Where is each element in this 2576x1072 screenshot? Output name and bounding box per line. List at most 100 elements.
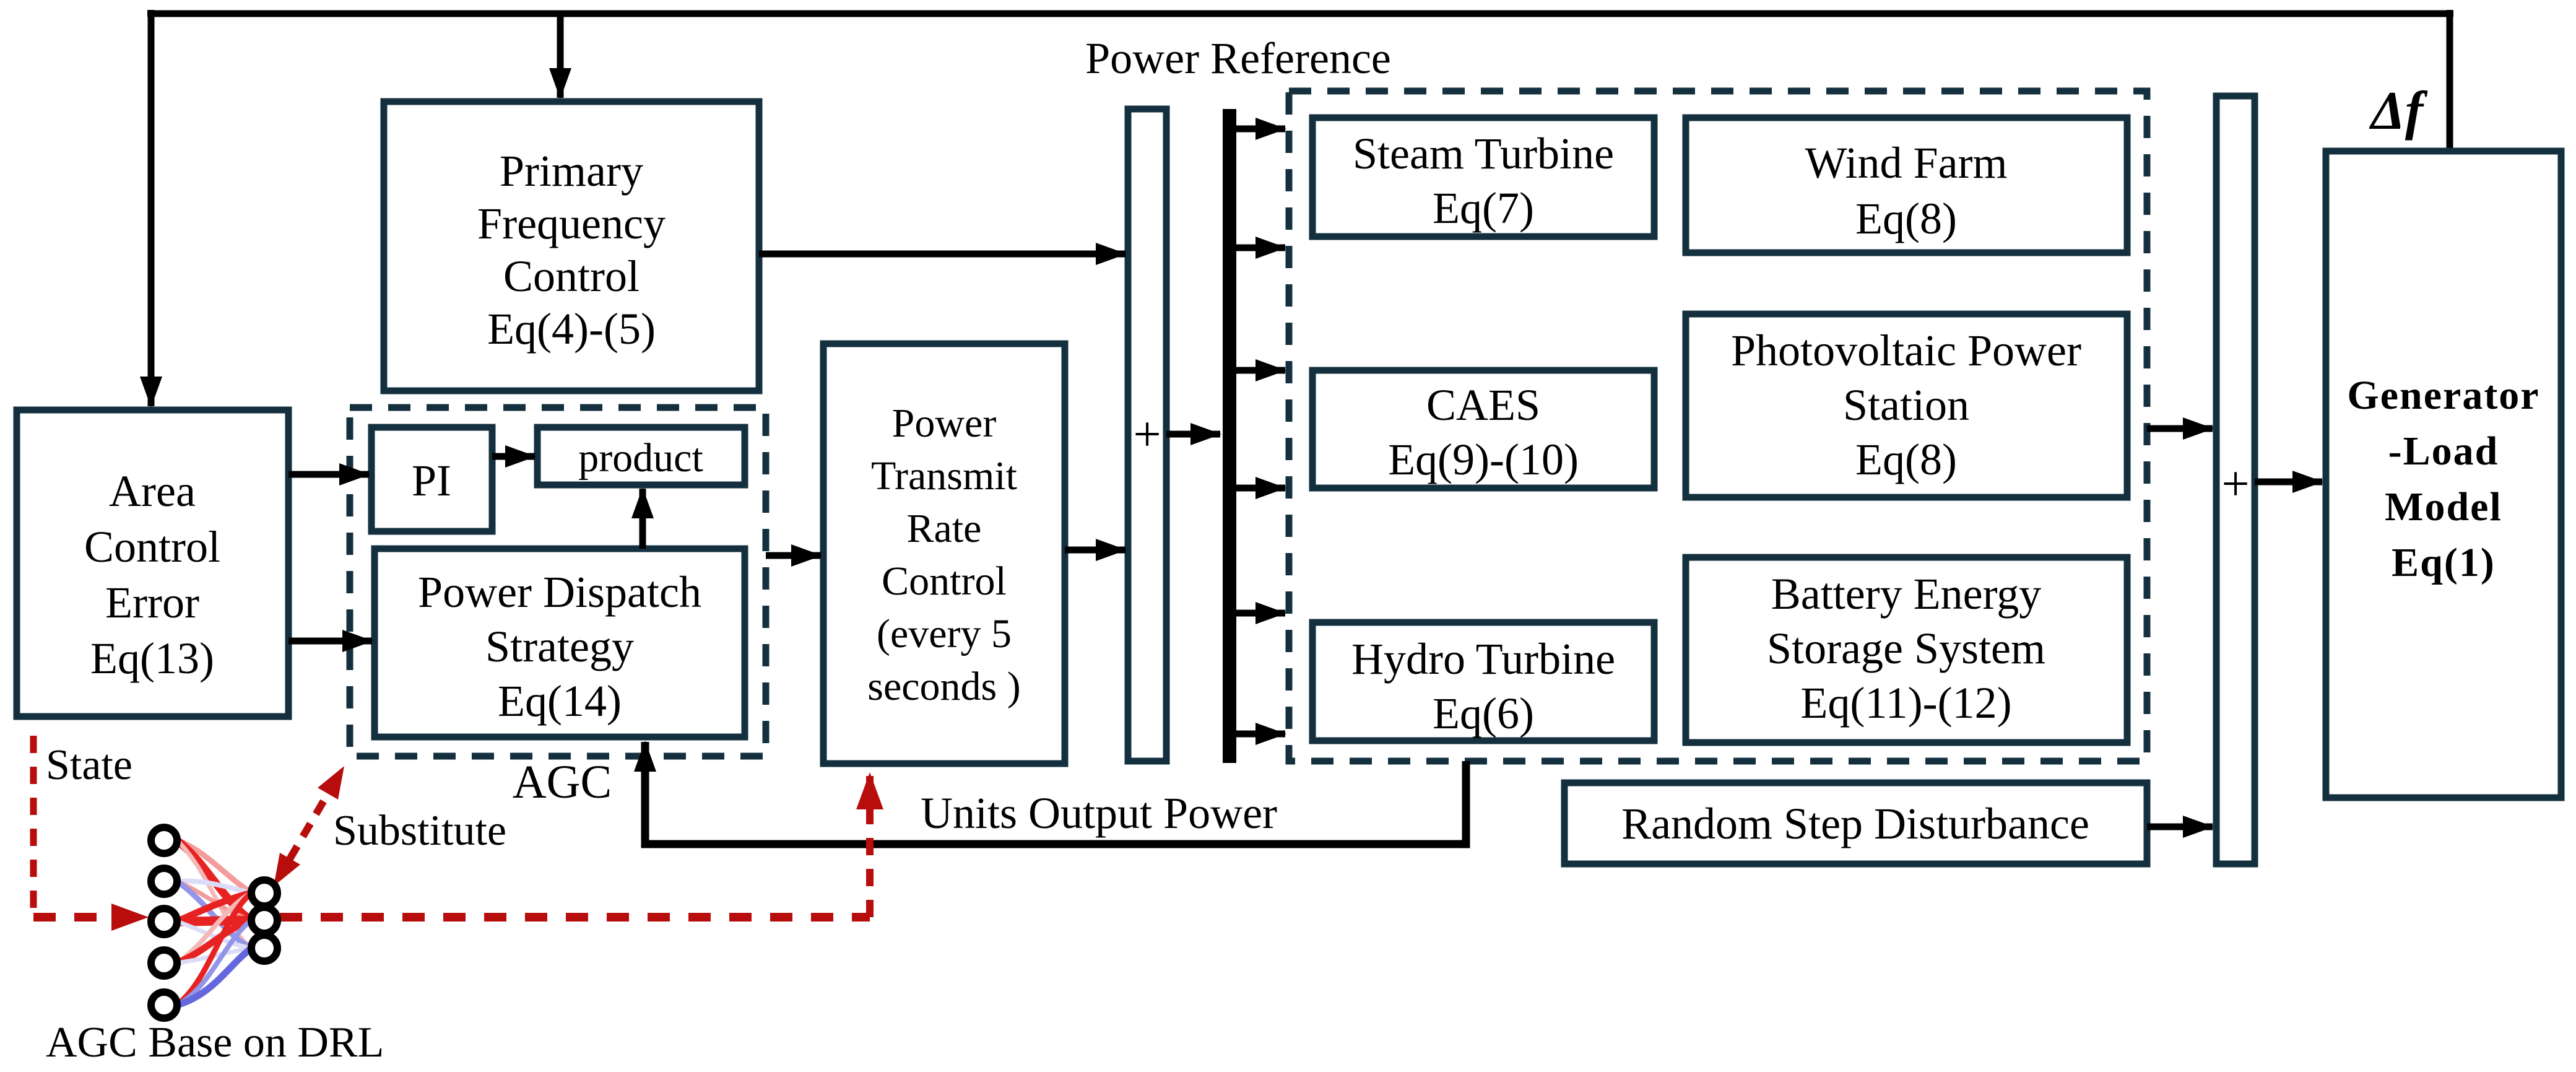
pv-line-3: Eq(8): [1855, 435, 1957, 484]
nn-edges: [172, 836, 256, 1009]
block-power-transmit-rate-control-label: Power Transmit Rate Control (every 5 sec…: [867, 401, 1020, 709]
block-power-dispatch-strategy: [371, 545, 748, 741]
block-area-control-error-label: Area Control Error Eq(13): [84, 466, 220, 683]
drl-overlay: State Substitute AGC Base on DRL: [30, 736, 883, 1066]
pv-line-1: Photovoltaic Power: [1731, 326, 2081, 375]
block-generator-load-model: [2322, 147, 2565, 801]
wind-line-1: Wind Farm: [1805, 138, 2007, 188]
block-steam-turbine: [1309, 114, 1658, 240]
block-caes-label: CAES Eq(9)-(10): [1388, 380, 1579, 484]
nn-output-node-3: [248, 931, 281, 965]
delta-f-label: Δf: [2369, 81, 2428, 141]
ace-line-1: Area: [109, 466, 196, 516]
block-steam-turbine-label: Steam Turbine Eq(7): [1353, 129, 1614, 233]
glm-line-4: Eq(1): [2392, 540, 2496, 585]
nn-input-node-3: [147, 905, 181, 938]
ptrc-line-6: seconds ): [867, 664, 1020, 709]
power-reference-bus: [1223, 109, 1236, 763]
product-label: product: [578, 435, 703, 481]
rsd-label: Random Step Disturbance: [1621, 799, 2089, 848]
pfc-line-3: Control: [503, 251, 640, 301]
pv-line-2: Station: [1843, 380, 1969, 430]
state-label: State: [46, 741, 132, 789]
pds-line-1: Power Dispatch: [418, 567, 701, 617]
summing-bar-1: [1124, 105, 1170, 765]
ace-line-4: Eq(13): [90, 634, 214, 683]
units-output-power-label: Units Output Power: [921, 788, 1277, 838]
block-wind-farm: [1682, 114, 2131, 256]
ptrc-line-1: Power: [892, 401, 997, 446]
summing-bar-2: [2213, 92, 2258, 868]
ptrc-line-3: Rate: [907, 506, 982, 551]
bess-line-3: Eq(11)-(12): [1800, 678, 2011, 728]
hydro-line-2: Eq(6): [1433, 689, 1534, 738]
block-photovoltaic-power-station: [1682, 310, 2131, 501]
units-output-power-feedback-line: [634, 741, 1470, 848]
block-hydro-turbine: [1309, 619, 1658, 744]
nn-nodes: [147, 824, 281, 1022]
plus-sign-1: +: [1133, 407, 1161, 462]
block-generator-load-model-label: Generator -Load Model Eq(1): [2347, 373, 2539, 585]
nn-edge: [174, 890, 254, 1008]
block-power-dispatch-strategy-label: Power Dispatch Strategy Eq(14): [418, 567, 701, 726]
block-battery-energy-storage-system-label: Battery Energy Storage System Eq(11)-(12…: [1767, 569, 2045, 728]
frequency-feedback-lines: [140, 10, 2453, 407]
steam-line-2: Eq(7): [1433, 183, 1534, 233]
block-pi: [368, 424, 496, 535]
substitute-dashed-line: [286, 791, 332, 861]
nn-edge: [175, 838, 254, 951]
nn-input-node-4: [147, 946, 181, 980]
block-battery-energy-storage-system: [1682, 554, 2131, 746]
glm-line-3: Model: [2385, 484, 2502, 529]
signal-connectors: [288, 118, 2323, 848]
ptrc-line-2: Transmit: [871, 453, 1017, 499]
nn-edge: [175, 878, 254, 896]
glm-line-1: Generator: [2347, 373, 2539, 418]
block-caes: [1309, 367, 1658, 492]
power-reference-label: Power Reference: [1085, 33, 1391, 83]
block-area-control-error: [13, 406, 292, 720]
nn-edge: [173, 944, 255, 1009]
hydro-line-1: Hydro Turbine: [1351, 634, 1615, 684]
steam-line-1: Steam Turbine: [1353, 129, 1614, 178]
nn-input-node-1: [147, 824, 181, 857]
nn-output-node-1: [248, 876, 281, 910]
block-primary-frequency-control-label: Primary Frequency Control Eq(4)-(5): [477, 146, 666, 354]
ptrc-line-4: Control: [882, 559, 1007, 604]
nn-edge: [173, 917, 255, 967]
block-random-step-disturbance: [1561, 779, 2151, 868]
wind-line-2: Eq(8): [1855, 194, 1957, 243]
ace-line-3: Error: [105, 578, 199, 627]
nn-input-node-2: [147, 865, 181, 898]
ace-line-2: Control: [84, 522, 220, 572]
agc-dashed-box: [346, 404, 770, 760]
glm-line-2: -Load: [2388, 429, 2499, 474]
pi-label: PI: [412, 456, 451, 505]
pds-line-2: Strategy: [485, 622, 634, 671]
nn-output-node-2: [248, 904, 281, 937]
block-product: [534, 424, 748, 489]
bess-line-1: Battery Energy: [1771, 569, 2042, 619]
pfc-line-4: Eq(4)-(5): [487, 304, 656, 354]
substitute-label: Substitute: [333, 807, 506, 855]
pfc-line-2: Frequency: [477, 199, 666, 248]
agc-base-on-drl-label: AGC Base on DRL: [46, 1019, 384, 1066]
caes-line-2: Eq(9)-(10): [1388, 435, 1579, 484]
nn-input-node-5: [147, 988, 181, 1022]
nn-edge: [175, 946, 254, 965]
substitute-arrowhead-up: [318, 766, 344, 800]
pds-line-3: Eq(14): [498, 676, 622, 726]
pfc-line-1: Primary: [500, 146, 643, 196]
block-primary-frequency-control: [380, 98, 763, 394]
substitute-arrowhead-down: [274, 853, 300, 886]
plus-sign-2: +: [2221, 457, 2249, 512]
block-photovoltaic-power-station-label: Photovoltaic Power Station Eq(8): [1731, 326, 2081, 484]
ptrc-line-5: (every 5: [877, 611, 1012, 656]
caes-line-1: CAES: [1426, 380, 1540, 430]
neural-network: [147, 824, 281, 1022]
block-wind-farm-label: Wind Farm Eq(8): [1805, 138, 2007, 243]
agc-label: AGC: [513, 756, 612, 808]
block-hydro-turbine-label: Hydro Turbine Eq(6): [1351, 634, 1615, 738]
bess-line-2: Storage System: [1767, 624, 2045, 673]
